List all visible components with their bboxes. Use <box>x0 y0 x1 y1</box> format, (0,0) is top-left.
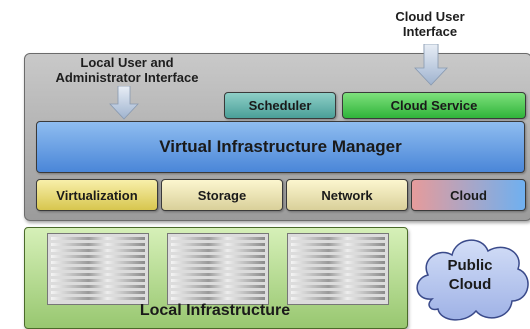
cloud-user-interface-label: Cloud User Interface <box>370 9 490 39</box>
rack-slot <box>171 249 265 252</box>
rack-slot <box>171 291 265 294</box>
local-user-arrow-icon <box>109 86 139 120</box>
cloud-user-line2: Interface <box>402 24 458 39</box>
rack-slot <box>171 279 265 282</box>
rack-slot <box>51 237 145 240</box>
rack-slot <box>51 249 145 252</box>
server-rack-icon <box>167 233 269 305</box>
local-user-line1-overlay: Local User and <box>80 55 174 70</box>
storage-box: Storage <box>161 179 283 211</box>
public-cloud-line1: Public <box>447 257 493 274</box>
public-cloud-line2: Cloud <box>448 276 492 293</box>
rack-slot <box>51 291 145 294</box>
rack-slot <box>171 261 265 264</box>
virtual-infrastructure-manager-box: Virtual Infrastructure Manager <box>36 121 525 173</box>
rack-slot <box>171 237 265 240</box>
rack-slot <box>291 273 385 276</box>
local-user-admin-interface-label-overlay: Local User and Administrator Interface <box>27 55 227 85</box>
rack-slot <box>171 273 265 276</box>
rack-slot <box>171 297 265 300</box>
rack-slot <box>291 267 385 270</box>
rack-slot <box>171 267 265 270</box>
rack-slot <box>171 285 265 288</box>
public-cloud-label: Public Cloud <box>410 256 530 294</box>
cloud-box: Cloud <box>411 179 526 211</box>
rack-slot <box>171 243 265 246</box>
rack-slot <box>51 255 145 258</box>
cloud-user-line1: Cloud User <box>395 9 465 24</box>
virtualization-box: Virtualization <box>36 179 158 211</box>
public-cloud-icon <box>416 239 529 321</box>
local-user-line2-overlay: Administrator Interface <box>55 70 199 85</box>
rack-slot <box>291 237 385 240</box>
scheduler-box: Scheduler <box>224 92 336 119</box>
rack-slot <box>51 297 145 300</box>
rack-slot <box>291 297 385 300</box>
network-box: Network <box>286 179 408 211</box>
cloud-user-arrow-overlay-icon <box>414 44 448 86</box>
rack-slot <box>291 243 385 246</box>
local-infrastructure-label: Local Infrastructure <box>139 302 291 319</box>
rack-slot <box>51 273 145 276</box>
rack-slot <box>51 285 145 288</box>
rack-slot <box>291 285 385 288</box>
server-rack-icon <box>47 233 149 305</box>
rack-slot <box>51 267 145 270</box>
rack-slot <box>291 249 385 252</box>
rack-slot <box>291 261 385 264</box>
server-rack-icon <box>287 233 389 305</box>
rack-slot <box>51 243 145 246</box>
rack-slot <box>291 255 385 258</box>
cloud-service-box: Cloud Service <box>342 92 526 119</box>
rack-slot <box>291 291 385 294</box>
rack-slot <box>51 261 145 264</box>
rack-slot <box>51 279 145 282</box>
rack-slot <box>171 255 265 258</box>
rack-slot <box>291 279 385 282</box>
